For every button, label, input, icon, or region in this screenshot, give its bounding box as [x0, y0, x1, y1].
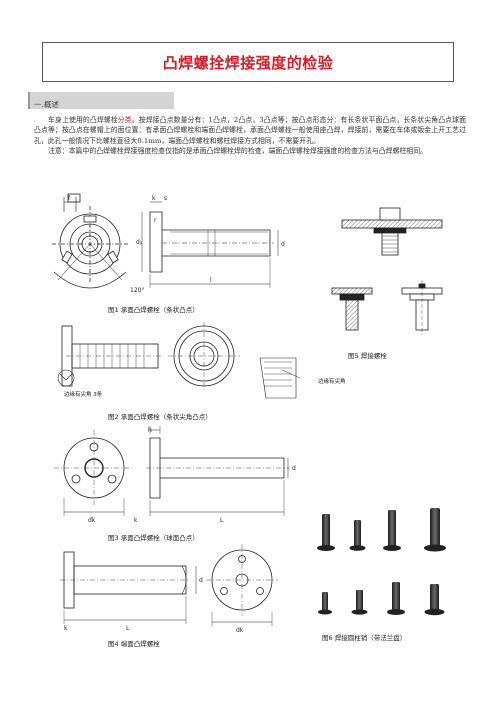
figure-4-caption: 图4 端面凸焊螺栓	[108, 640, 160, 648]
figure-2-note-left: 边缘有尖角 3条	[64, 392, 103, 398]
section-label: 一.概述	[34, 100, 59, 109]
p1-text-a: 车身上使用的凸焊螺栓	[48, 116, 118, 124]
fig1-label-r: r	[154, 217, 157, 224]
fig1-label-f: f	[68, 195, 71, 202]
figure-2-drawing	[57, 322, 301, 399]
fig1-label-angle: 120°	[130, 287, 144, 294]
fig1-label-d1: d₁	[136, 239, 143, 246]
fig4-label-L: L	[126, 625, 130, 632]
fig1-label-k: k	[152, 195, 156, 202]
fig1-label-s: s	[164, 195, 167, 202]
figure-1-drawing: f 120° k s d₁ d l r	[52, 193, 285, 294]
fig4-label-d: d	[199, 577, 203, 584]
fig3-label-h: h	[148, 427, 152, 434]
body-text: 车身上使用的凸焊螺栓分类。按焊接凸点数量分有：1凸点，2凸点，3凸点等；按凸点形…	[34, 115, 466, 157]
figure-5	[322, 200, 462, 340]
fig1-label-l: l	[210, 277, 212, 284]
classification-link[interactable]: 分类	[117, 116, 132, 124]
figure-2-caption: 图2 承面凸焊螺栓（条状尖角凸点）	[108, 413, 212, 421]
fig4-label-k: k	[64, 625, 68, 632]
fig3-label-dk: dk	[88, 517, 96, 524]
figure-6-caption: 图6 焊接圆柱销（带法兰盘）	[322, 634, 407, 642]
p1-text-b: 。按焊接凸点数量分有：1凸点，2凸点，3凸点等；按凸点形态分：有长条状平面凸点，…	[34, 116, 467, 145]
title-box: 凸焊螺拴焊接强度的检验	[42, 42, 454, 82]
figure-3: h d dk k L	[50, 424, 310, 528]
figure-2-note-right: 边缘有尖角	[318, 379, 346, 385]
fig3-label-L: L	[220, 517, 224, 524]
figure-3-caption: 图3 承面凸焊螺栓（球面凸点）	[108, 534, 199, 542]
figure-3-drawing: h d dk k L	[54, 426, 296, 524]
page-title: 凸焊螺拴焊接强度的检验	[162, 53, 334, 72]
figure-5-caption: 图5 焊接螺栓	[348, 352, 387, 360]
paragraph-1: 车身上使用的凸焊螺栓分类。按焊接凸点数量分有：1凸点，2凸点，3凸点等；按凸点形…	[34, 115, 466, 146]
figure-5-drawing	[331, 207, 443, 335]
fig3-label-d: d	[292, 465, 296, 472]
figure-6-photo	[317, 508, 446, 616]
figure-4: d k L dk	[56, 544, 286, 636]
paragraph-2: 注意：本篇中的凸焊螺栓焊接强度检查仅指的是承面凸焊螺栓焊的检查，端面凸焊螺栓焊接…	[48, 147, 427, 156]
section-header: 一.概述	[28, 92, 174, 109]
fig3-label-k: k	[134, 517, 138, 524]
fig1-label-d: d	[281, 241, 285, 248]
figure-1-caption: 图1 承面凸焊螺栓（条状凸点）	[108, 306, 199, 314]
fig4-label-dk: dk	[236, 627, 244, 634]
figure-2	[36, 318, 316, 408]
figure-6	[312, 506, 462, 626]
figure-4-drawing: d k L dk	[60, 544, 278, 634]
figure-1: f 120° k s d₁ d l r	[40, 192, 290, 302]
